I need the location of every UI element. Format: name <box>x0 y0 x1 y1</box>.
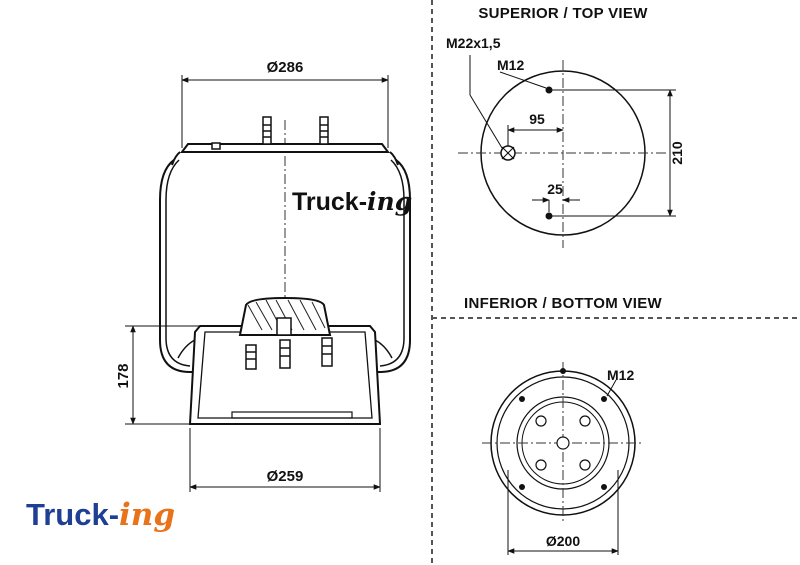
top-view-title: SUPERIOR / TOP VIEW <box>478 5 648 22</box>
bellows-brand: Truck-ing <box>292 187 412 216</box>
label-bottom-diameter-200: Ø200 <box>546 533 580 549</box>
top-stud-hole-lower <box>545 212 553 220</box>
brand-logo: Truck-ing <box>26 497 175 533</box>
bumper <box>238 296 332 336</box>
top-plate <box>180 143 390 153</box>
label-offset-95: 95 <box>529 111 545 127</box>
label-height: 178 <box>115 363 132 388</box>
label-offset-25: 25 <box>547 181 563 197</box>
base-stud-left <box>245 344 257 370</box>
label-top-stud: M12 <box>497 57 524 73</box>
label-bottom-diameter: Ø259 <box>267 468 304 485</box>
top-stud-left <box>262 116 272 145</box>
label-thread: M22x1,5 <box>446 35 501 51</box>
label-top-diameter: Ø286 <box>267 59 304 76</box>
base-stud-right <box>321 337 333 367</box>
label-bottom-stud: M12 <box>607 367 634 383</box>
dimension-height <box>125 325 200 425</box>
bottom-stud-holes <box>535 415 591 471</box>
dimension-bottom-diameter <box>189 428 381 492</box>
top-stud-right <box>319 116 329 145</box>
bottom-view: INFERIOR / BOTTOM VIEW M12 Ø200 <box>464 295 663 555</box>
top-stud-hole-upper <box>545 86 553 94</box>
dimension-top-diameter <box>181 75 389 148</box>
side-view: Truck-ing Ø286 178 Ø259 <box>115 59 412 492</box>
top-view: SUPERIOR / TOP VIEW M22x1,5 M12 95 25 <box>446 5 685 248</box>
bellows-outline <box>159 159 411 373</box>
view-dividers <box>431 0 800 565</box>
label-height-210: 210 <box>669 141 685 165</box>
bottom-view-title: INFERIOR / BOTTOM VIEW <box>464 295 663 312</box>
base-stud-center <box>279 339 291 369</box>
